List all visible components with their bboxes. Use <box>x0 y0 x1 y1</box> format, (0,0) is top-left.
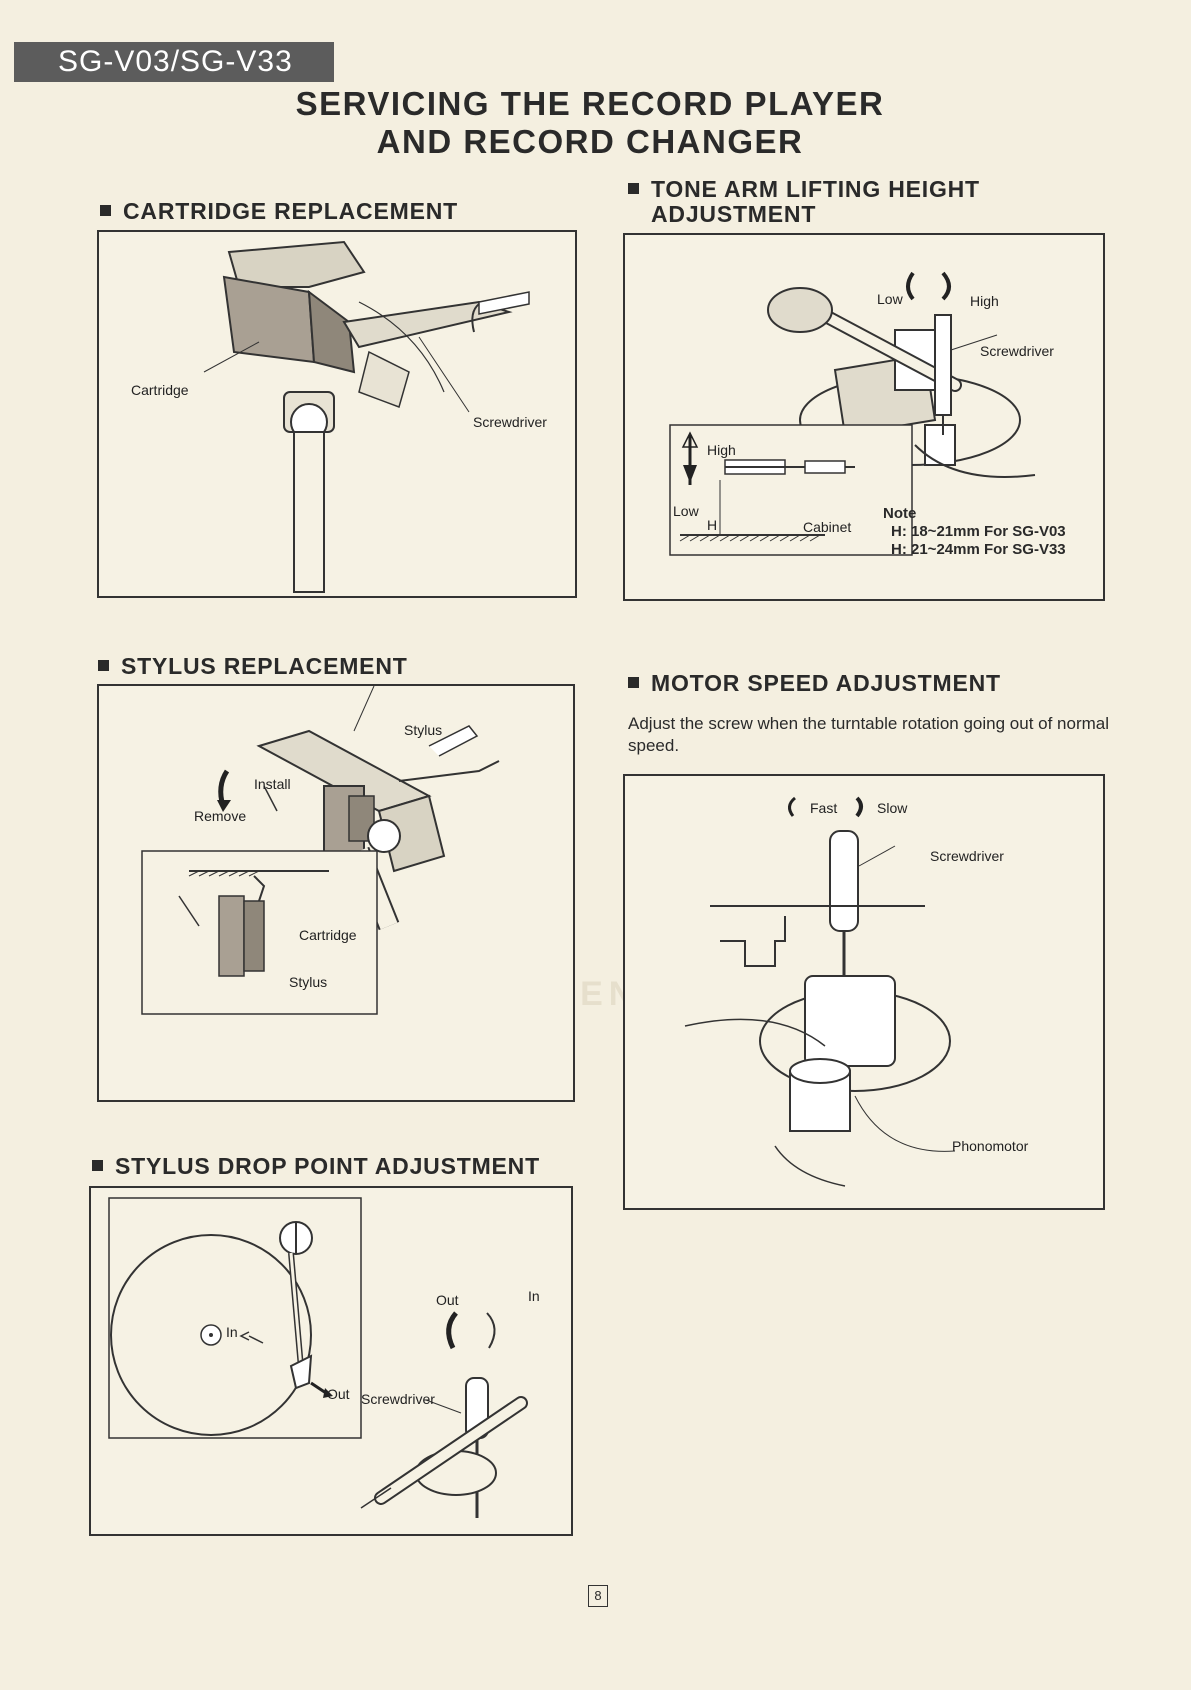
page-number: 8 <box>588 1585 608 1607</box>
out-bottom-label: Out <box>327 1386 350 1402</box>
phonomotor-label: Phonomotor <box>952 1138 1029 1154</box>
cartridge-label: Cartridge <box>299 927 357 943</box>
screwdriver-label: Screwdriver <box>361 1391 435 1407</box>
tone-arm-illustration <box>669 271 1036 556</box>
slow-label: Slow <box>877 800 908 816</box>
tone-arm-figure: Low High Screwdriver High Low H Cabinet … <box>623 233 1105 601</box>
stylus-illustration <box>141 686 500 1015</box>
cartridge-replacement-figure: Cartridge Screwdriver <box>97 230 577 598</box>
tone-arm-heading: TONE ARM LIFTING HEIGHT ADJUSTMENT <box>628 177 980 227</box>
cartridge-label: Cartridge <box>131 382 189 398</box>
page-title-line1: SERVICING THE RECORD PLAYER <box>295 85 885 122</box>
note-title: Note <box>883 505 917 522</box>
fast-label: Fast <box>810 800 838 816</box>
screwdriver-label: Screwdriver <box>473 414 547 430</box>
drop-point-figure: In Out Out In Screwdriver <box>89 1186 573 1536</box>
high-label: High <box>970 293 999 309</box>
bullet-icon <box>100 205 111 217</box>
motor-speed-figure: Fast Slow Screwdriver Phonomotor <box>623 774 1105 1210</box>
bullet-icon <box>92 1160 103 1172</box>
motor-illustration <box>684 796 956 1187</box>
model-tag: SG-V03/SG-V33 <box>14 42 334 82</box>
note-box: Note H: 18~21mm For SG-V03 H: 21~24mm Fo… <box>883 505 1066 559</box>
drop-point-heading: STYLUS DROP POINT ADJUSTMENT <box>92 1153 540 1180</box>
inset-high-label: High <box>707 442 736 458</box>
page-title-line2: AND RECORD CHANGER <box>376 123 804 160</box>
bullet-icon <box>628 677 639 689</box>
install-label: Install <box>254 776 291 792</box>
bullet-icon <box>628 183 639 195</box>
note-line2: H: 21~24mm For SG-V33 <box>891 541 1066 558</box>
motor-speed-description: Adjust the screw when the turntable rota… <box>628 714 1110 755</box>
drop-point-illustration <box>108 1197 528 1518</box>
screwdriver-label: Screwdriver <box>980 343 1054 359</box>
stylus-bottom-label: Stylus <box>289 974 328 990</box>
motor-speed-heading: MOTOR SPEED ADJUSTMENT <box>628 670 1001 697</box>
inset-h-label: H <box>707 517 718 533</box>
screwdriver-label: Screwdriver <box>930 848 1004 864</box>
stylus-replacement-figure: Stylus Install Remove Cartridge Stylus <box>97 684 575 1102</box>
inset-low-label: Low <box>673 503 699 519</box>
remove-label: Remove <box>194 808 247 824</box>
stylus-top-label: Stylus <box>404 722 443 738</box>
out-top-label: Out <box>436 1292 459 1308</box>
bullet-icon <box>98 660 109 672</box>
page-title: SERVICING THE RECORD PLAYER AND RECORD C… <box>150 85 1030 161</box>
low-label: Low <box>877 291 903 307</box>
in-top-label: In <box>528 1288 540 1304</box>
stylus-replacement-heading: STYLUS REPLACEMENT <box>98 653 408 680</box>
cartridge-illustration <box>203 240 530 593</box>
in-left-label: In <box>226 1324 238 1340</box>
cabinet-label: Cabinet <box>803 519 852 535</box>
note-line1: H: 18~21mm For SG-V03 <box>891 523 1066 540</box>
cartridge-replacement-heading: CARTRIDGE REPLACEMENT <box>100 198 458 225</box>
